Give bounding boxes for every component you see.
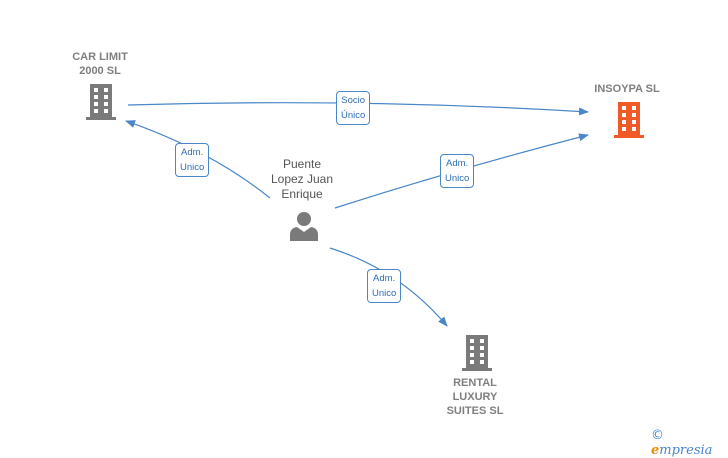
- edge-label-adm-rental[interactable]: Adm. Unico: [367, 269, 402, 303]
- edge-label-adm-insoypa[interactable]: Adm. Unico: [440, 154, 475, 188]
- node-rental-label: RENTAL LUXURY SUITES SL: [446, 377, 504, 417]
- node-insoypa-label: INSOYPA SL: [594, 83, 660, 95]
- brand-name: mpresia: [659, 443, 713, 458]
- building-icon[interactable]: [462, 335, 492, 371]
- node-car-limit-label: CAR LIMIT 2000 SL: [72, 51, 128, 77]
- building-icon[interactable]: [86, 84, 116, 120]
- node-person-label: Puente Lopez Juan Enrique: [270, 157, 334, 201]
- copyright-symbol: ©: [651, 428, 664, 443]
- edge-label-adm-car[interactable]: Adm. Unico: [175, 143, 210, 177]
- building-icon-highlighted[interactable]: [614, 102, 644, 138]
- brand-logo: © empresia: [651, 428, 728, 458]
- person-icon[interactable]: [289, 211, 319, 241]
- edge-label-socio-unico[interactable]: Socio Único: [336, 91, 371, 125]
